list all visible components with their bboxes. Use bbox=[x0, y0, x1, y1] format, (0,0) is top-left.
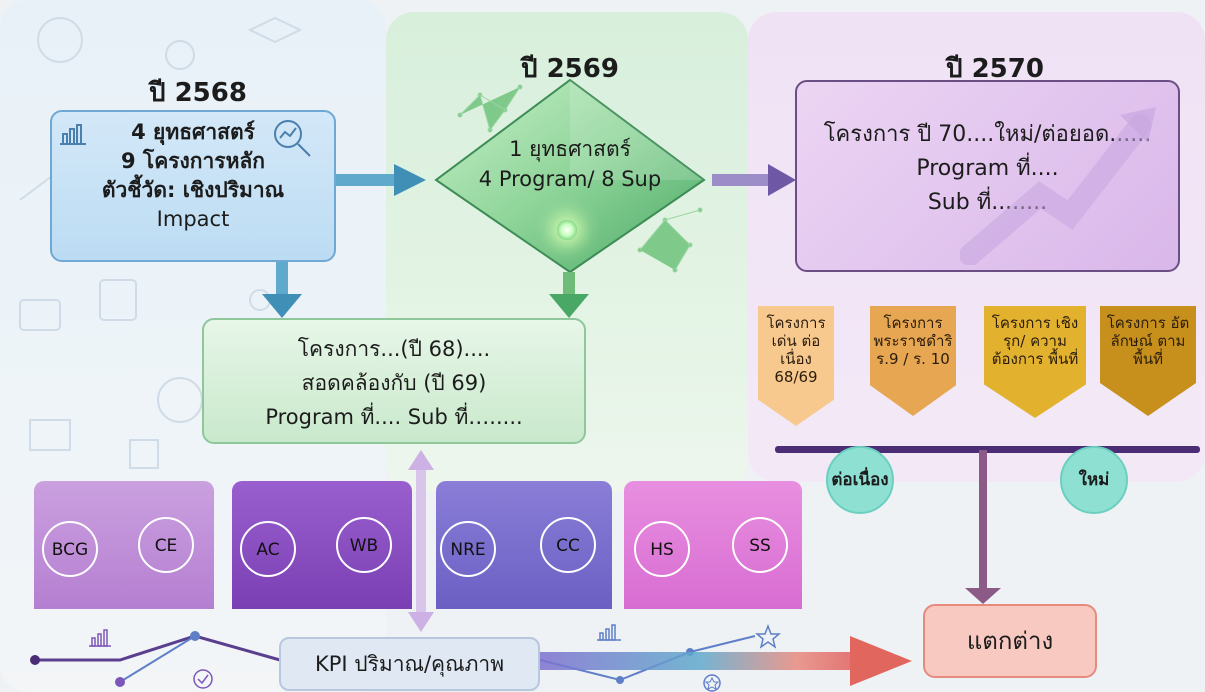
background-icons bbox=[19, 16, 303, 469]
pill-cc: CC bbox=[540, 517, 596, 573]
main-project-count: 9 โครงการหลัก bbox=[121, 149, 265, 173]
alignment-69-line: สอดคล้องกับ (ปี 69) bbox=[301, 371, 487, 395]
new-badge: ใหม่ bbox=[1060, 446, 1128, 514]
check-circle-icon bbox=[193, 669, 213, 689]
arrow-right-purple-icon bbox=[768, 164, 796, 196]
indicator-type: ตัวชี้วัด: เชิงปริมาณ bbox=[101, 178, 285, 202]
star-icon bbox=[755, 624, 781, 649]
pill-nre: NRE bbox=[440, 521, 496, 577]
magnifier-chart-icon bbox=[274, 120, 311, 157]
pill-wb: WB bbox=[336, 517, 392, 573]
arrow-to-result-icon bbox=[850, 636, 912, 686]
timeline-stem bbox=[979, 450, 987, 592]
arrow-down-green-icon bbox=[549, 294, 589, 318]
strategy-count: 4 ยุทธศาสตร์ bbox=[131, 120, 255, 144]
continuing-badge: ต่อเนื่อง bbox=[826, 446, 894, 514]
year-2570: ปี 2570 bbox=[946, 54, 1044, 84]
card-hs-ss: HS SS bbox=[624, 481, 802, 609]
new-project-line: โครงการ ปี 70....ใหม่/ต่อยอด...... bbox=[823, 122, 1152, 147]
bar-chart-icon bbox=[60, 124, 86, 145]
arrow-right-icon bbox=[394, 164, 426, 196]
diamond-programs: 4 Program/ 8 Sup bbox=[478, 167, 662, 191]
kpi-box: KPI ปริมาณ/คุณภาพ bbox=[279, 637, 540, 691]
year-2568: ปี 2568 bbox=[149, 78, 247, 108]
timeline-bar bbox=[775, 446, 1200, 453]
pill-hs: HS bbox=[634, 521, 690, 577]
card-bcg-ce: BCG CE bbox=[34, 481, 214, 609]
project-alignment-box: โครงการ...(ปี 68).... สอดคล้องกับ (ปี 69… bbox=[202, 318, 586, 444]
program-line: Program ที่.... bbox=[916, 156, 1059, 181]
trend-arrow-icon bbox=[960, 107, 1156, 265]
network-dots-icon-2 bbox=[637, 207, 703, 273]
pill-ss: SS bbox=[732, 517, 788, 573]
pill-ac: AC bbox=[240, 521, 296, 577]
network-dots-icon bbox=[457, 84, 523, 133]
glow-gem-icon bbox=[557, 220, 577, 240]
star-badge-icon bbox=[703, 674, 721, 692]
diamond-2569: 1 ยุทธศาสตร์ 4 Program/ 8 Sup bbox=[428, 72, 712, 277]
pill-ce: CE bbox=[138, 517, 194, 573]
pill-bcg: BCG bbox=[42, 521, 98, 577]
card-nre-cc: NRE CC bbox=[436, 481, 612, 609]
small-chart-icon bbox=[89, 629, 111, 647]
arrow-down-icon bbox=[262, 294, 302, 318]
project-68-line: โครงการ...(ปี 68).... bbox=[297, 337, 491, 361]
diamond-strategy: 1 ยุทธศาสตร์ bbox=[509, 137, 631, 161]
program-sub-line: Program ที่.... Sub ที่…..... bbox=[265, 405, 523, 429]
impact-label: Impact bbox=[156, 207, 230, 231]
result-difference-box: แตกต่าง bbox=[923, 604, 1097, 678]
growth-chart-icon bbox=[597, 624, 621, 641]
card-ac-wb: AC WB bbox=[232, 481, 412, 609]
tag-outstanding-continuing: โครงการ เด่น ต่อเนื่อง 68/69 bbox=[758, 306, 834, 426]
